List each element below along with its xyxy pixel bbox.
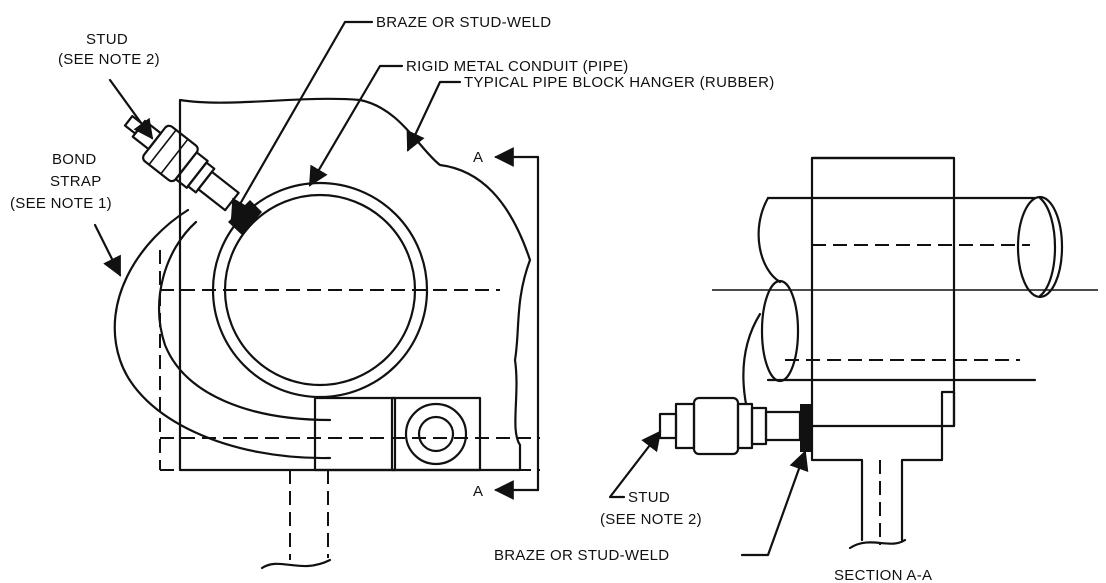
leader-conduit (308, 64, 404, 187)
label-stud-top-2: (SEE NOTE 2) (58, 51, 160, 68)
label-conduit: RIGID METAL CONDUIT (PIPE) (406, 58, 629, 75)
leader-braze-top (230, 20, 374, 220)
hanger-block (178, 97, 532, 472)
section-pipe (766, 196, 1037, 382)
braided-strap (313, 396, 397, 472)
leader-bond (93, 223, 122, 277)
leader-stud-bottom (608, 430, 662, 499)
terminal-ring-inner (417, 415, 455, 453)
bond-strap-inner (158, 220, 332, 422)
label-stud-bottom-2: (SEE NOTE 2) (600, 511, 702, 528)
left-view: A A (93, 20, 540, 570)
leader-stud-top (108, 78, 154, 140)
label-bond-3: (SEE NOTE 1) (10, 195, 112, 212)
section-mark-bottom: A (473, 483, 483, 500)
section-mark-top: A (473, 149, 483, 166)
strap-terminal (390, 396, 482, 472)
label-bond-1: BOND (52, 151, 97, 168)
label-braze-bottom: BRAZE OR STUD-WELD (494, 547, 669, 564)
label-section-title: SECTION A-A (834, 567, 932, 583)
pipe-inner (223, 193, 417, 387)
label-hanger: TYPICAL PIPE BLOCK HANGER (RUBBER) (464, 74, 775, 91)
label-stud-bottom-1: STUD (628, 489, 670, 506)
section-view (608, 156, 1098, 557)
bond-strap-outer (113, 208, 332, 460)
stud-section-assembly (658, 312, 812, 456)
terminal-ring-outer (404, 402, 468, 466)
stud-top-assembly (123, 114, 240, 212)
weld-section (800, 404, 812, 452)
leader-hanger (406, 80, 462, 152)
label-stud-top-1: STUD (86, 31, 128, 48)
leader-braze-bottom (740, 450, 809, 557)
label-braze-top: BRAZE OR STUD-WELD (376, 14, 551, 31)
label-bond-2: STRAP (50, 173, 102, 190)
